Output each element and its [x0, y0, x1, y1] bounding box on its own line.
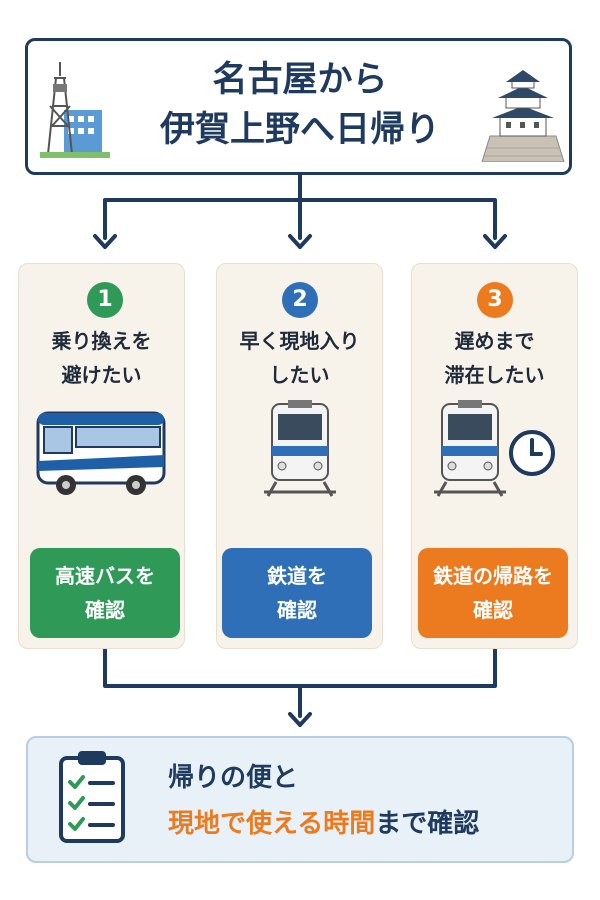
option-lead-3: 遅めまで 滞在したい [444, 329, 545, 387]
title-line2: 伊賀上野へ日帰り [159, 110, 440, 150]
option-lead-1: 乗り換えを 避けたい [51, 329, 152, 387]
title-box [25, 38, 572, 175]
option-number-2: 2 [282, 282, 318, 318]
train-icon [264, 400, 336, 497]
option-number-1: 1 [87, 282, 123, 318]
summary-line2: 現地で使える時間まで確認 [168, 804, 479, 844]
tv-tower-icon [40, 62, 110, 158]
action-button-3: 鉄道の帰路を 確認 [418, 548, 568, 638]
option-lead-2: 早く現地入り したい [239, 329, 360, 387]
option-number-3: 3 [477, 282, 513, 318]
castle-icon [481, 70, 565, 162]
clipboard-icon [59, 751, 125, 843]
title-line1: 名古屋から [212, 60, 388, 100]
action-button-2: 鉄道を 確認 [222, 548, 372, 638]
summary-line1: 帰りの便と [168, 763, 299, 793]
page-title: 名古屋から 伊賀上野へ日帰り [120, 55, 480, 155]
summary-highlight: 現地で使える時間 [168, 809, 376, 839]
action-button-1: 高速バスを 確認 [30, 548, 180, 638]
clock-icon [509, 430, 555, 476]
summary-suffix: まで確認 [375, 809, 480, 839]
train-icon-2 [434, 400, 506, 497]
bus-icon [36, 411, 166, 495]
